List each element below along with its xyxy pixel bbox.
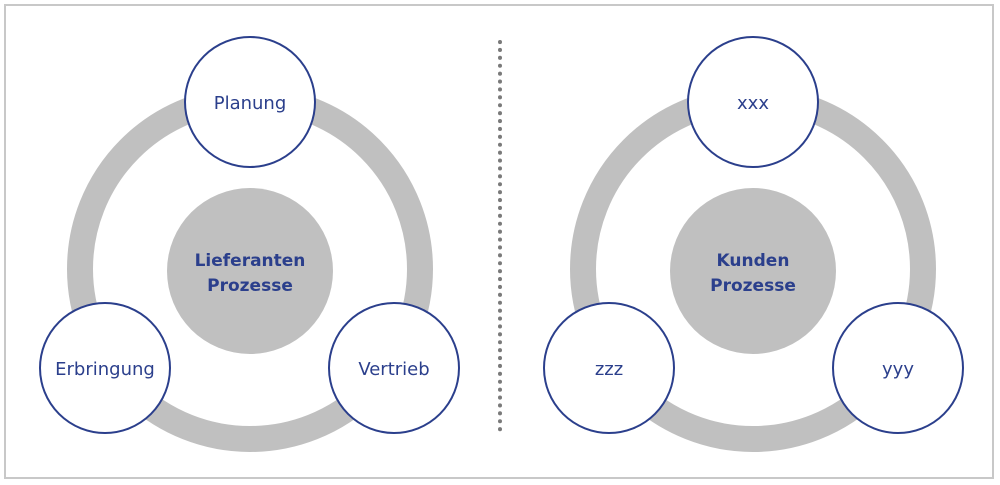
- right-node-top-label: xxx: [737, 93, 769, 114]
- right-node-right-label: yyy: [882, 359, 914, 380]
- right-node-left: zzz: [543, 302, 675, 434]
- left-node-left-circle: [39, 302, 171, 434]
- left-node-top-circle: [184, 36, 316, 168]
- left-node-right-circle: [328, 302, 460, 434]
- right-node-right-circle: [832, 302, 964, 434]
- left-node-top-label: Planung: [214, 93, 287, 114]
- left-center-disc: [167, 188, 333, 354]
- left-node-right: Vertrieb: [328, 302, 460, 434]
- left-cycle: Lieferanten Prozesse Planung Vertrieb Er…: [39, 36, 460, 452]
- diagram-frame: [4, 4, 994, 479]
- right-center-label-line2: Prozesse: [710, 276, 796, 296]
- left-node-left: Erbringung: [39, 302, 171, 434]
- right-cycle: Kunden Prozesse xxx yyy zzz: [543, 36, 964, 452]
- left-center-label-line1: Lieferanten: [195, 251, 306, 271]
- right-center-label-line1: Kunden: [717, 251, 790, 271]
- right-node-left-circle: [543, 302, 675, 434]
- right-center-disc: [670, 188, 836, 354]
- left-node-top: Planung: [184, 36, 316, 168]
- left-node-right-label: Vertrieb: [358, 359, 429, 380]
- left-center-label-line2: Prozesse: [207, 276, 293, 296]
- right-node-top-circle: [687, 36, 819, 168]
- right-node-top: xxx: [687, 36, 819, 168]
- right-node-right: yyy: [832, 302, 964, 434]
- left-node-left-label: Erbringung: [55, 359, 155, 380]
- right-node-left-label: zzz: [595, 359, 623, 380]
